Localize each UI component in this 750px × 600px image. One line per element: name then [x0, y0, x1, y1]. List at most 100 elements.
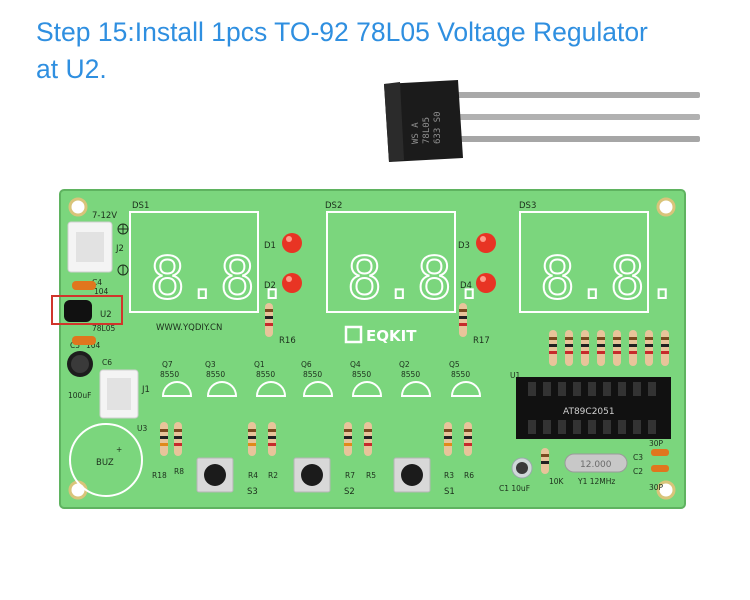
power-label: 7-12V	[92, 211, 117, 221]
c1-label: C1 10uF	[499, 484, 530, 493]
svg-text:Q1: Q1	[254, 360, 265, 369]
led	[282, 233, 302, 253]
brand-name: EQKIT	[366, 327, 417, 345]
resistor-pair	[344, 422, 372, 456]
display-ds3: DS3 8.8.	[519, 201, 681, 313]
svg-text:Q2: Q2	[399, 360, 410, 369]
regulator-photo: WS A 78L05 633 S0	[384, 80, 700, 162]
svg-text:Q6: Q6	[301, 360, 312, 369]
u3-label: U3	[137, 424, 147, 433]
svg-text:Q4: Q4	[350, 360, 361, 369]
transistor-footprint	[450, 381, 482, 397]
c2-label: C2	[633, 467, 643, 476]
switch-label: S1	[444, 487, 455, 497]
resistor-label: R7	[345, 471, 355, 480]
resistor-r17: R17	[459, 303, 490, 346]
led-d4: D4	[460, 273, 496, 293]
svg-text:Q7: Q7	[162, 360, 173, 369]
led	[476, 233, 496, 253]
u1-label: U1	[510, 371, 520, 380]
transistor-footprint	[400, 381, 432, 397]
y1-label: Y1 12MHz	[577, 477, 615, 486]
display-label: DS3	[519, 201, 536, 211]
resistor-label: R3	[444, 471, 454, 480]
capacitor-c3	[651, 449, 669, 456]
svg-text:8550: 8550	[401, 370, 420, 379]
regulator-lead-1	[455, 92, 700, 98]
cap-value: 104	[94, 287, 109, 296]
ceramic-capacitor	[72, 281, 96, 290]
svg-text:8550: 8550	[206, 370, 225, 379]
svg-text:Q3: Q3	[205, 360, 216, 369]
svg-text:Q5: Q5	[449, 360, 460, 369]
resistor-label: R8	[174, 467, 184, 476]
switch-label: S2	[344, 487, 355, 497]
lower-resistors: R18 R8 R4 R2 R7 R5 R3 R6	[152, 422, 474, 480]
regulator-label: 78L05	[92, 324, 115, 333]
push-button-cap	[401, 464, 423, 486]
led	[282, 273, 302, 293]
buzzer-label: BUZ	[96, 458, 114, 468]
pcb-website: WWW.YQDIY.CN	[156, 323, 222, 333]
caption-line-1: Step 15:Install 1pcs TO-92 78L05 Voltage…	[36, 17, 648, 47]
led-label: D3	[458, 241, 470, 251]
resistor-label: R4	[248, 471, 258, 480]
brand-mark-icon	[344, 325, 363, 344]
transistor-footprint	[302, 381, 334, 397]
transistor-footprint	[161, 381, 193, 397]
resistor-pair	[160, 422, 182, 456]
cap-value: 104	[86, 341, 101, 350]
regulator-lead-3	[455, 136, 700, 142]
cap-label: C5	[70, 341, 80, 350]
oscillator-area: 12.000 C1 10uF 10K Y1 12MHz C3 C2 30P 30…	[499, 439, 669, 493]
display-ds2: DS2 8.8.	[325, 201, 488, 313]
buzzer-plus: +	[116, 445, 122, 454]
transistor-footprint	[206, 381, 238, 397]
switch-s2: S2	[293, 457, 355, 497]
brand-logo: EQKIT	[344, 325, 417, 345]
cap-value: 100uF	[68, 391, 91, 400]
transistor-q4: Q4 8550	[350, 360, 383, 397]
display-label: DS1	[132, 201, 149, 211]
caption-line-2: at U2.	[36, 54, 107, 84]
push-button-cap	[301, 464, 323, 486]
mounting-hole	[656, 480, 676, 500]
transistor-q2: Q2 8550	[399, 360, 432, 397]
resistor-label: R16	[279, 336, 296, 346]
transistor-footprint	[255, 381, 287, 397]
resistor-label: R5	[366, 471, 376, 480]
display-ds1: DS1 8.8.	[129, 201, 291, 313]
transistor-footprint	[351, 381, 383, 397]
c3-label: C3	[633, 453, 643, 462]
svg-text:8550: 8550	[352, 370, 371, 379]
switch-label: S3	[247, 487, 258, 497]
buzzer-outline	[69, 423, 143, 497]
resistor-pair	[444, 422, 472, 456]
mounting-hole	[68, 197, 88, 217]
r10k-label: 10K	[549, 477, 565, 486]
svg-text:8550: 8550	[256, 370, 275, 379]
seven-segment-outline: 8.8.	[540, 244, 680, 312]
transistor-q6: Q6 8550	[301, 360, 334, 397]
cap-label: C4	[92, 278, 102, 287]
display-label: DS2	[325, 201, 342, 211]
push-button-cap	[204, 464, 226, 486]
highlight-box	[51, 295, 123, 325]
mounting-hole	[68, 480, 88, 500]
svg-text:8550: 8550	[303, 370, 322, 379]
led-label: D1	[264, 241, 276, 251]
mcu-socket: U1 AT89C2051	[510, 371, 671, 439]
led-d1: D1	[264, 233, 302, 253]
transistor-q1: Q1 8550	[254, 360, 287, 397]
svg-text:8550: 8550	[451, 370, 470, 379]
capacitor-c2	[651, 465, 669, 472]
ceramic-capacitor	[72, 336, 96, 345]
seven-segment-outline: 8.8.	[150, 244, 290, 312]
connector-label: J2	[115, 244, 124, 254]
led-d3: D3	[458, 233, 496, 253]
cap-30p-label: 30P	[649, 439, 664, 448]
pcb-board: DS1 8.8. DS2 8.8. DS3 8.8. D1 D2 D3	[51, 189, 686, 509]
step-caption: Step 15:Install 1pcs TO-92 78L05 Voltage…	[36, 14, 736, 88]
cap-30p-label: 30P	[649, 483, 664, 492]
